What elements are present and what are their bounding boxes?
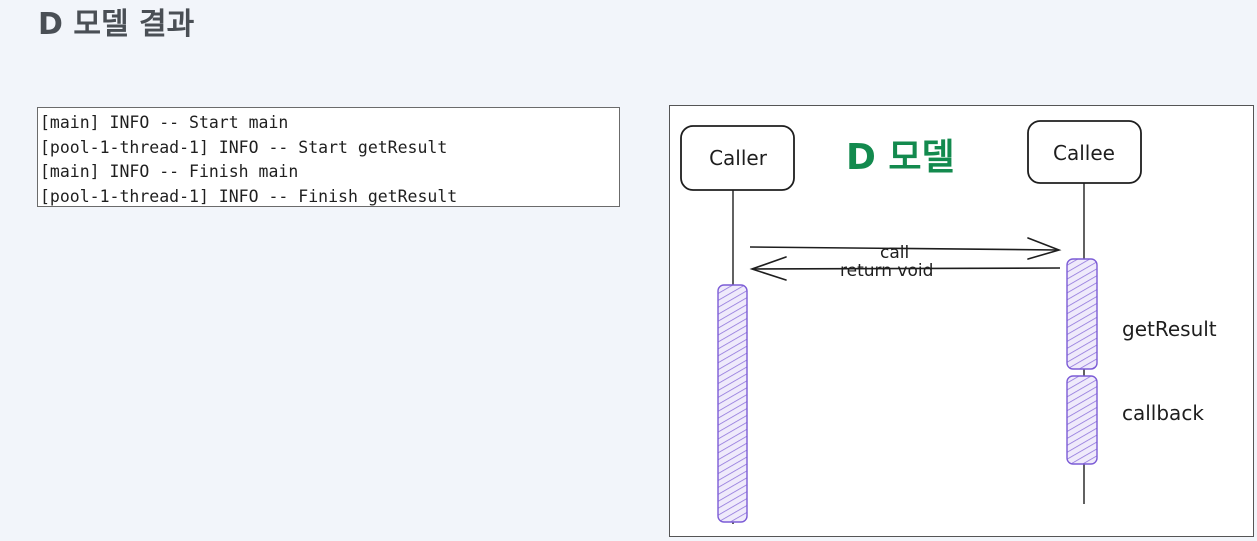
return-message-arrow xyxy=(749,256,1061,281)
caller-box xyxy=(680,125,795,191)
call-label: call xyxy=(880,243,909,263)
return-label: return void xyxy=(840,261,933,281)
log-output: [main] INFO -- Start main [pool-1-thread… xyxy=(37,107,620,207)
callee-participant: Callee xyxy=(1027,120,1142,184)
caller-activation xyxy=(717,284,748,523)
log-line: [pool-1-thread-1] INFO -- Start getResul… xyxy=(40,137,448,157)
callee-activation-callback xyxy=(1066,375,1098,465)
callback-label: callback xyxy=(1122,401,1204,425)
log-line: [pool-1-thread-1] INFO -- Finish getResu… xyxy=(40,186,458,206)
get-result-label: getResult xyxy=(1122,317,1217,341)
log-line: [main] INFO -- Start main xyxy=(40,113,289,132)
sequence-diagram: Caller Callee D 모델 call return void getR… xyxy=(669,105,1254,537)
sequence-diagram-canvas: Caller Callee D 모델 call return void getR… xyxy=(680,120,1217,524)
diagram-title: D 모델 xyxy=(846,137,955,178)
call-message-arrow xyxy=(749,237,1062,260)
log-line: [main] INFO -- Finish main xyxy=(40,162,299,181)
caller-participant: Caller xyxy=(680,125,795,191)
caller-label: Caller xyxy=(709,146,768,170)
page-title: D 모델 결과 xyxy=(38,7,195,42)
callee-label: Callee xyxy=(1053,141,1115,165)
callee-activation-get-result xyxy=(1066,258,1098,370)
